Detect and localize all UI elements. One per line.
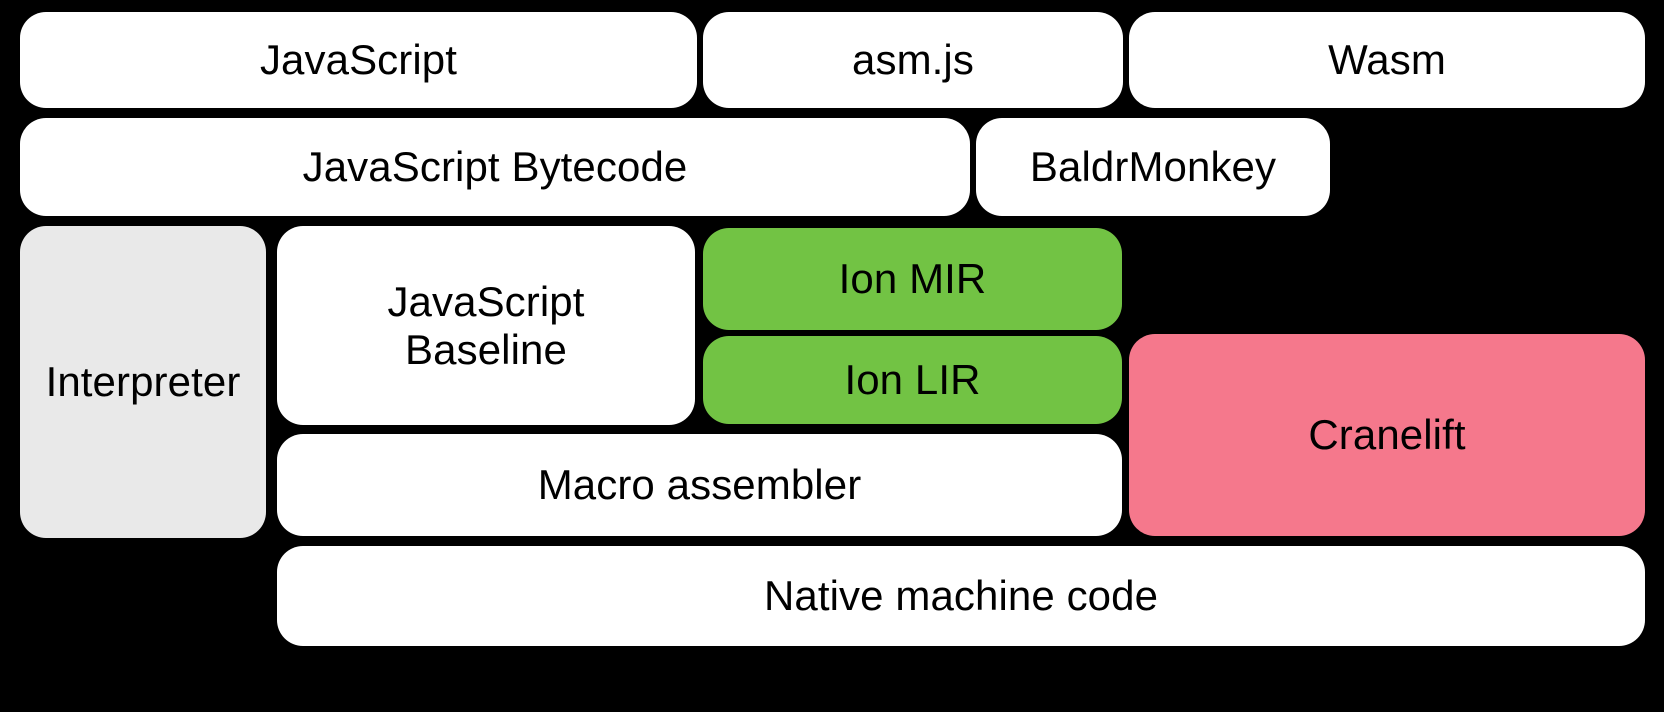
node-label-wasm: Wasm — [1328, 36, 1446, 84]
node-ion-lir[interactable]: Ion LIR — [703, 336, 1122, 424]
node-cranelift[interactable]: Cranelift — [1129, 334, 1645, 536]
node-javascript-bytecode[interactable]: JavaScript Bytecode — [20, 118, 970, 216]
node-label-ion-mir: Ion MIR — [838, 255, 987, 303]
node-wasm[interactable]: Wasm — [1129, 12, 1645, 108]
node-label-native-machine-code: Native machine code — [763, 572, 1159, 620]
node-javascript[interactable]: JavaScript — [20, 12, 697, 108]
node-baldrmonkey[interactable]: BaldrMonkey — [976, 118, 1330, 216]
node-label-javascript-bytecode: JavaScript Bytecode — [302, 143, 688, 191]
node-javascript-baseline[interactable]: JavaScript Baseline — [277, 226, 695, 425]
node-label-javascript-baseline: JavaScript Baseline — [387, 277, 585, 373]
node-native-machine-code[interactable]: Native machine code — [277, 546, 1645, 646]
node-label-javascript: JavaScript — [259, 36, 458, 84]
node-interpreter[interactable]: Interpreter — [20, 226, 266, 538]
node-label-cranelift: Cranelift — [1308, 411, 1466, 459]
node-label-interpreter: Interpreter — [45, 358, 241, 406]
node-label-asmjs: asm.js — [852, 36, 974, 84]
node-label-ion-lir: Ion LIR — [844, 356, 981, 404]
node-ion-mir[interactable]: Ion MIR — [703, 228, 1122, 330]
node-label-baldrmonkey: BaldrMonkey — [1029, 143, 1277, 191]
node-macro-assembler[interactable]: Macro assembler — [277, 434, 1122, 536]
node-asmjs[interactable]: asm.js — [703, 12, 1123, 108]
node-label-macro-assembler: Macro assembler — [537, 461, 862, 509]
